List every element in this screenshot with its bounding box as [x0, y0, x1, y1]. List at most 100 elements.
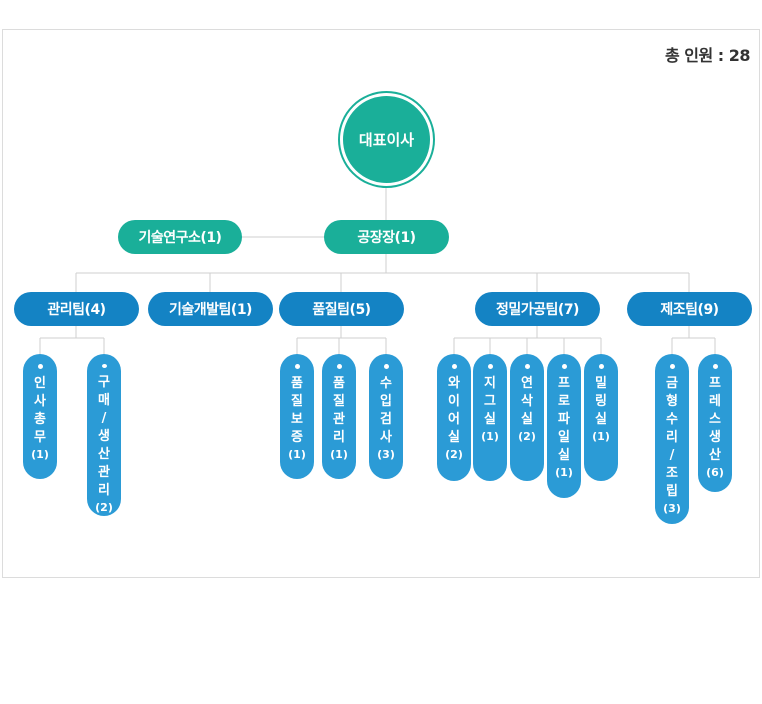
unit-label-char: 실 [595, 412, 607, 427]
unit-label-char: 매 [98, 393, 110, 408]
unit-count: (2) [95, 501, 113, 514]
org-chart-frame [2, 29, 760, 578]
unit-label-char: 리 [666, 430, 678, 445]
unit-label-char: 파 [558, 412, 570, 427]
unit-label-char: 프 [709, 376, 721, 391]
bullet-icon [294, 364, 300, 369]
bullet-icon [383, 364, 389, 369]
unit-count: (1) [31, 448, 49, 461]
unit-label-char: / [101, 411, 107, 426]
unit-label-char: 실 [558, 448, 570, 463]
unit-count: (2) [445, 448, 463, 461]
team-node-manufacturing: 제조팀(9) [627, 292, 752, 326]
unit-label-char: 일 [558, 430, 570, 445]
bullet-icon [524, 364, 530, 369]
unit-label-char: 형 [666, 394, 678, 409]
unit-label-char: 실 [484, 412, 496, 427]
unit-label-char: 생 [98, 429, 110, 444]
unit-count: (2) [518, 430, 536, 443]
bullet-icon [561, 364, 567, 369]
unit-label-char: 리 [333, 430, 345, 445]
ceo-node: 대표이사 [340, 93, 433, 186]
bullet-icon [37, 364, 43, 369]
unit-label-char: 립 [666, 484, 678, 499]
unit-count: (1) [288, 448, 306, 461]
unit-label-char: 밀 [595, 376, 607, 391]
unit-label-char: 사 [34, 394, 46, 409]
unit-label-char: 산 [98, 447, 110, 462]
unit-count: (1) [481, 430, 499, 443]
unit-label-char: 보 [291, 412, 303, 427]
unit-label-char: 질 [333, 394, 345, 409]
unit-count: (1) [592, 430, 610, 443]
unit-label-char: 지 [484, 376, 496, 391]
unit-label-char: 조 [666, 466, 678, 481]
unit-label-char: 로 [558, 394, 570, 409]
bullet-icon [712, 364, 718, 369]
unit-label-char: 연 [521, 376, 533, 391]
unit-label-char: 실 [521, 412, 533, 427]
unit-label-char: 수 [666, 412, 678, 427]
team-node-admin: 관리팀(4) [14, 292, 139, 326]
unit-label-char: 인 [34, 376, 46, 391]
unit-label-char: 그 [484, 394, 496, 409]
unit-count: (3) [663, 502, 681, 515]
unit-label-char: 질 [291, 394, 303, 409]
unit-label-char: 레 [709, 394, 721, 409]
plant-manager-node: 공장장(1) [324, 220, 449, 254]
unit-label-char: 이 [448, 394, 460, 409]
unit-label-char: 검 [380, 412, 392, 427]
unit-label-char: 관 [333, 412, 345, 427]
total-headcount: 총 인원 : 28 [664, 46, 751, 65]
unit-label-char: 금 [666, 376, 678, 391]
unit-label-char: 실 [448, 430, 460, 445]
unit-count: (6) [706, 466, 724, 479]
unit-label-char: 무 [34, 430, 46, 445]
unit-label-char: 사 [380, 430, 392, 445]
unit-label-char: 관 [98, 465, 110, 480]
unit-label-char: 프 [558, 376, 570, 391]
unit-count: (1) [330, 448, 348, 461]
unit-label-char: 입 [380, 394, 392, 409]
team-node-tech-dev: 기술개발팀(1) [148, 292, 273, 326]
bullet-icon [487, 364, 493, 369]
bullet-icon [101, 364, 107, 368]
unit-label-char: 스 [709, 412, 721, 427]
unit-count: (1) [555, 466, 573, 479]
bullet-icon [598, 364, 604, 369]
unit-label-char: 총 [34, 412, 46, 427]
unit-label-char: 와 [448, 376, 460, 391]
unit-label-char: 증 [291, 430, 303, 445]
bullet-icon [336, 364, 342, 369]
bullet-icon [451, 364, 457, 369]
unit-label-char: 수 [380, 376, 392, 391]
unit-label-char: 생 [709, 430, 721, 445]
unit-label-char: 품 [333, 376, 345, 391]
unit-count: (3) [377, 448, 395, 461]
unit-label-char: 리 [98, 483, 110, 498]
unit-label-char: 삭 [521, 394, 533, 409]
unit-label-char: 산 [709, 448, 721, 463]
